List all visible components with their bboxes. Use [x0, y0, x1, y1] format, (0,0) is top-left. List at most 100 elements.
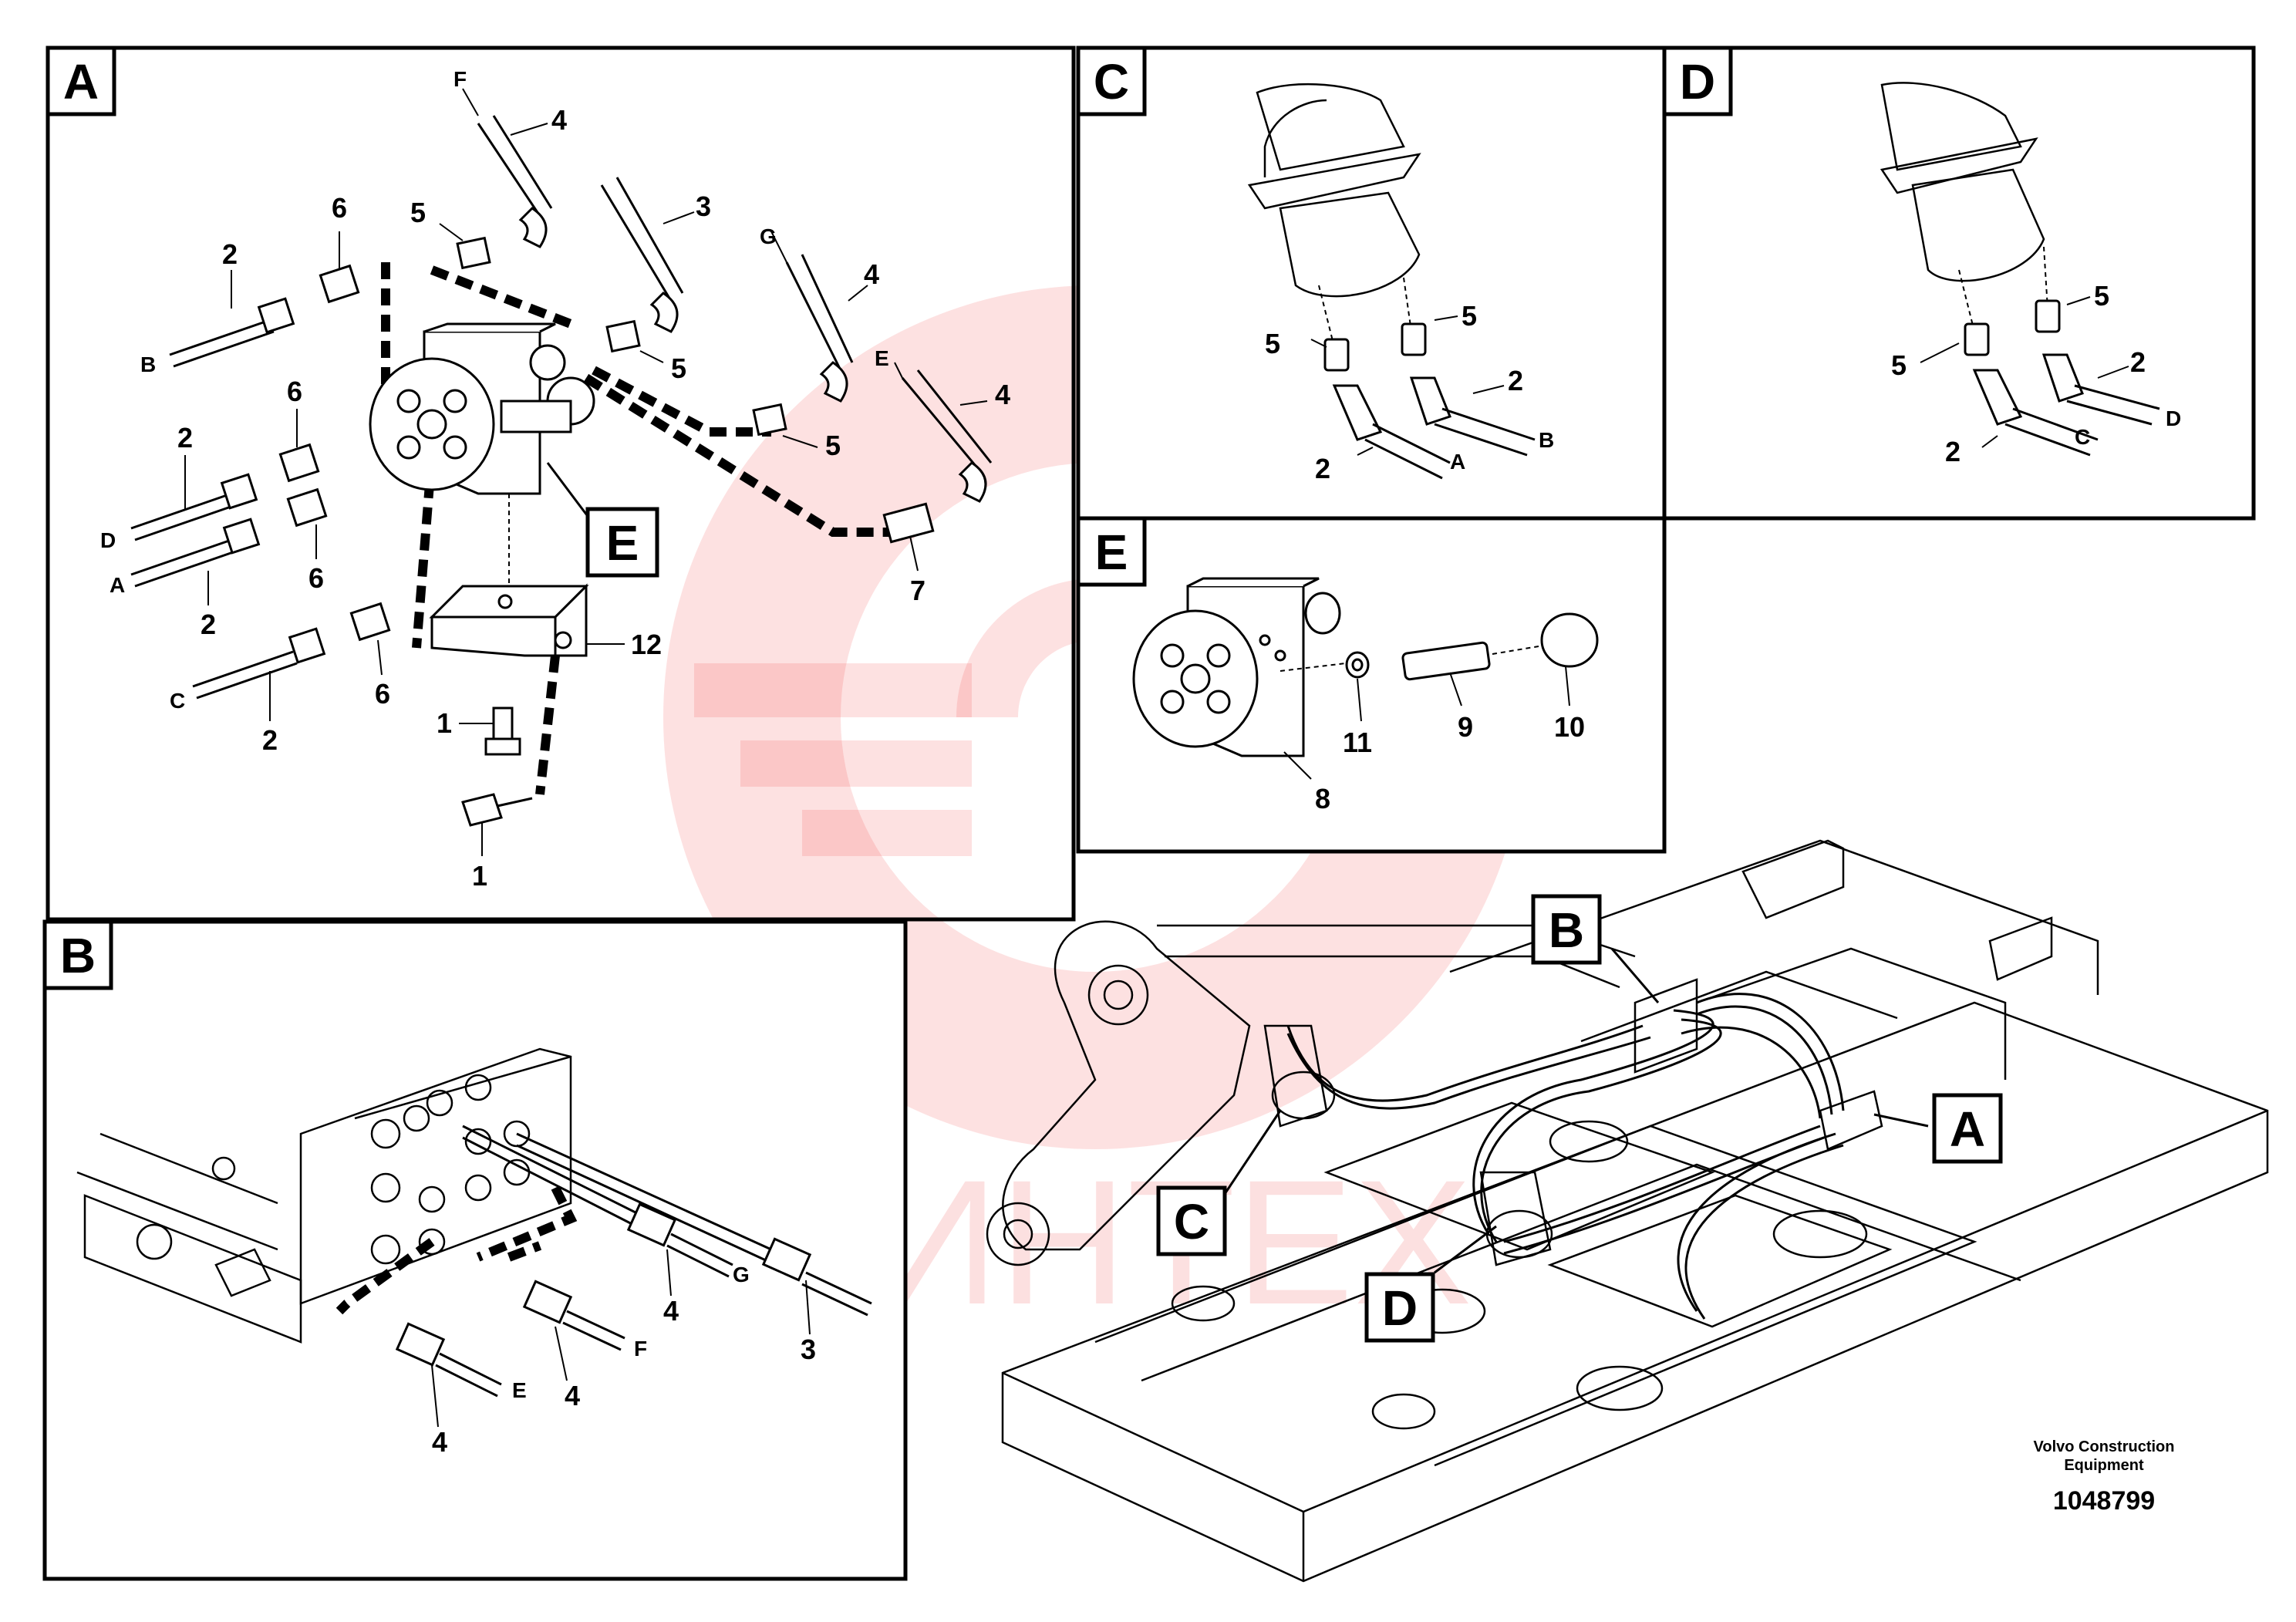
fitting-part-5-top [456, 236, 491, 270]
panel-e-tag: E [1095, 524, 1128, 580]
label-part-4-e-b: 4 [432, 1426, 447, 1458]
label-hose-b-c: B [1539, 428, 1554, 452]
hose-part-2-a-c [1332, 384, 1451, 480]
hose-a [130, 518, 261, 588]
label-part-3: 3 [696, 191, 711, 222]
svg-text:D: D [1382, 1280, 1418, 1336]
overview-tag-d: D [1364, 1272, 1435, 1343]
overview-tag-a: A [1932, 1093, 2003, 1164]
overview-tag-c: C [1156, 1185, 1227, 1256]
company-line-2: Equipment [2064, 1457, 2144, 1474]
cap-part-10 [1540, 612, 1599, 668]
label-part-6-c: 6 [375, 678, 390, 710]
panel-a-tag: A [63, 54, 99, 110]
fitting-part-5-right-d [2035, 299, 2061, 333]
valve-part-8 [1132, 577, 1341, 757]
washer-part-11 [1345, 651, 1370, 679]
panel-b-frame-drawing [76, 1047, 572, 1344]
label-part-5-right: 5 [825, 430, 841, 461]
callout-e-in-panel-a: E [585, 507, 659, 578]
label-hose-d: D [100, 528, 116, 552]
overview-frame-drawing [986, 839, 2269, 1583]
label-part-2-a: 2 [201, 609, 216, 640]
hose-part-4-f-b [522, 1280, 625, 1351]
label-part-5-c-left: 5 [1265, 328, 1280, 359]
label-hose-f-b: F [634, 1337, 647, 1361]
label-part-5-top: 5 [410, 197, 426, 228]
hose-b [169, 297, 295, 368]
label-part-11: 11 [1343, 727, 1372, 758]
label-part-2-d-right: 2 [2130, 346, 2146, 378]
panel-b: B [42, 919, 908, 1581]
label-hose-g: G [760, 224, 777, 248]
fitting-part-5-right-c [1401, 322, 1427, 356]
svg-text:B: B [1549, 902, 1584, 958]
overview-callouts [1217, 948, 1929, 1274]
panel-c-tag: C [1094, 54, 1129, 110]
fitting-part-6-top [319, 264, 360, 304]
label-hose-f: F [453, 67, 467, 91]
label-part-8: 8 [1315, 783, 1330, 814]
label-part-4-g-b: 4 [663, 1295, 679, 1327]
label-hose-e-b: E [512, 1378, 527, 1402]
hose-g [785, 254, 854, 403]
panel-d: D 5 5 2 [1662, 46, 2256, 521]
label-part-2-c-right: 2 [1508, 365, 1523, 396]
label-part-2-c-left: 2 [1315, 453, 1330, 484]
panel-a: A [46, 46, 1076, 922]
label-hose-g-b: G [733, 1263, 750, 1286]
fitting-part-5-right [752, 403, 787, 437]
label-part-2-top: 2 [222, 238, 238, 270]
label-part-5-d-right: 5 [2094, 280, 2109, 312]
svg-text:C: C [1174, 1194, 1209, 1249]
label-hose-b: B [140, 352, 156, 376]
label-part-3-b: 3 [801, 1334, 816, 1365]
label-part-1-upper: 1 [437, 707, 452, 739]
label-part-9: 9 [1458, 711, 1473, 743]
hose-part-4-e-b [395, 1322, 502, 1398]
svg-text:E: E [606, 515, 639, 571]
label-part-4-g: 4 [864, 258, 879, 290]
hose-part-3-b [516, 1132, 872, 1317]
hose-f [477, 115, 553, 248]
label-part-6-mid: 6 [287, 376, 302, 407]
valve-block [369, 322, 595, 495]
svg-text:A: A [1950, 1101, 1985, 1157]
label-part-4-f-b: 4 [565, 1380, 580, 1411]
label-hose-a-c: A [1450, 450, 1465, 474]
drawing-number: 1048799 [2053, 1486, 2155, 1516]
label-part-2-d: 2 [177, 422, 193, 454]
bolt-part-1-lower [461, 793, 533, 827]
label-part-7: 7 [910, 575, 925, 606]
label-part-2-c: 2 [262, 724, 278, 756]
panel-d-tag: D [1680, 54, 1715, 110]
label-part-5-c-right: 5 [1462, 300, 1477, 332]
label-hose-c: C [170, 689, 185, 713]
label-part-10: 10 [1554, 711, 1585, 743]
mounting-bracket [429, 583, 589, 657]
label-hose-a: A [110, 573, 125, 597]
fitting-part-6-c [349, 602, 391, 642]
label-part-4-e: 4 [995, 379, 1010, 410]
hose-part-3 [600, 177, 684, 333]
panel-b-tag: B [60, 928, 96, 983]
label-part-1-lower: 1 [472, 860, 487, 892]
hose-part-2-d-d [2041, 353, 2160, 426]
label-part-5-d-left: 5 [1891, 349, 1907, 381]
travel-motor-d [1880, 82, 2045, 282]
label-hose-e: E [875, 346, 889, 370]
label-part-6-low: 6 [308, 562, 324, 594]
label-hose-c-d: C [2075, 425, 2090, 449]
hose-d [130, 473, 258, 541]
label-part-2-d-left: 2 [1945, 436, 1961, 467]
panel-e: E [1076, 516, 1667, 854]
label-part-12: 12 [631, 629, 662, 660]
hose-part-4-g-b [462, 1125, 733, 1278]
hose-c [192, 627, 326, 700]
fitting-part-5-mid [605, 319, 641, 353]
label-hose-d-d: D [2166, 406, 2181, 430]
bolt-part-1-upper [484, 706, 521, 756]
hose-e [901, 369, 993, 503]
pin-part-9 [1401, 641, 1491, 681]
fitting-part-6-mid [278, 443, 320, 483]
